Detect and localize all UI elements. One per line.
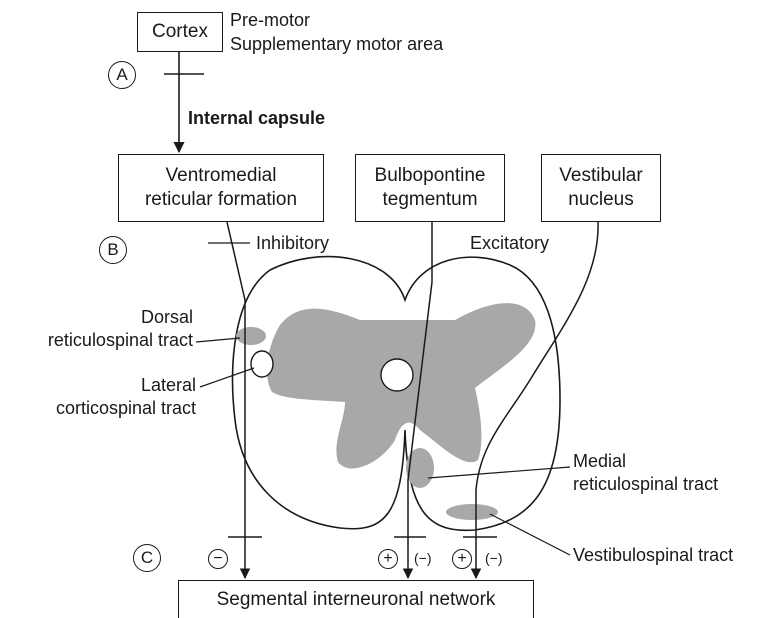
medial-line-1: Medial [573,450,718,473]
segmental-box: Segmental interneuronal network [178,580,534,618]
inhibitory-label: Inhibitory [256,232,329,255]
bulbopontine-line-2: tegmentum [382,188,477,212]
marker-a: A [108,61,136,89]
ventromedial-box: Ventromedial reticular formation [118,154,324,222]
inhibitory-minus-sign: − [208,549,228,569]
vestibulospinal-leader [490,514,570,555]
vestibular-line-2: nucleus [568,188,634,212]
marker-b: B [99,236,127,264]
ventromedial-line-2: reticular formation [145,188,297,212]
vestibular-plus-sign: + [452,549,472,569]
medial-line-2: reticulospinal tract [573,473,718,496]
supplementary-motor-label: Supplementary motor area [230,33,443,56]
bulbopontine-paren-minus: (−) [414,550,432,566]
lateral-line-2: corticospinal tract [0,397,196,420]
lateral-corticospinal-circle [251,351,273,377]
bulbopontine-box: Bulbopontine tegmentum [355,154,505,222]
ventromedial-line-1: Ventromedial [166,164,277,188]
lateral-line-1: Lateral [0,374,196,397]
segmental-label: Segmental interneuronal network [217,588,496,612]
cortex-box: Cortex [137,12,223,52]
premotor-label: Pre-motor [230,9,310,32]
internal-capsule-label: Internal capsule [188,107,325,130]
dorsal-reticulospinal-patch [236,327,266,345]
dorsal-reticulospinal-label: Dorsal reticulospinal tract [0,306,193,352]
central-canal [381,359,413,391]
bulbopontine-line-1: Bulbopontine [375,164,486,188]
marker-c: C [133,544,161,572]
dorsal-tract-leader [196,338,240,342]
excitatory-label: Excitatory [470,232,549,255]
vestibular-line-1: Vestibular [559,164,642,188]
vestibulospinal-patch [446,504,498,520]
lateral-corticospinal-label: Lateral corticospinal tract [0,374,196,420]
vestibulospinal-label: Vestibulospinal tract [573,544,733,567]
vestibular-paren-minus: (−) [485,550,503,566]
vestibular-box: Vestibular nucleus [541,154,661,222]
dorsal-line-1: Dorsal [0,306,193,329]
cortex-label: Cortex [152,20,208,44]
bulbopontine-plus-sign: + [378,549,398,569]
inhibitory-pathway-1 [227,222,245,300]
dorsal-line-2: reticulospinal tract [0,329,193,352]
medial-reticulospinal-label: Medial reticulospinal tract [573,450,718,496]
